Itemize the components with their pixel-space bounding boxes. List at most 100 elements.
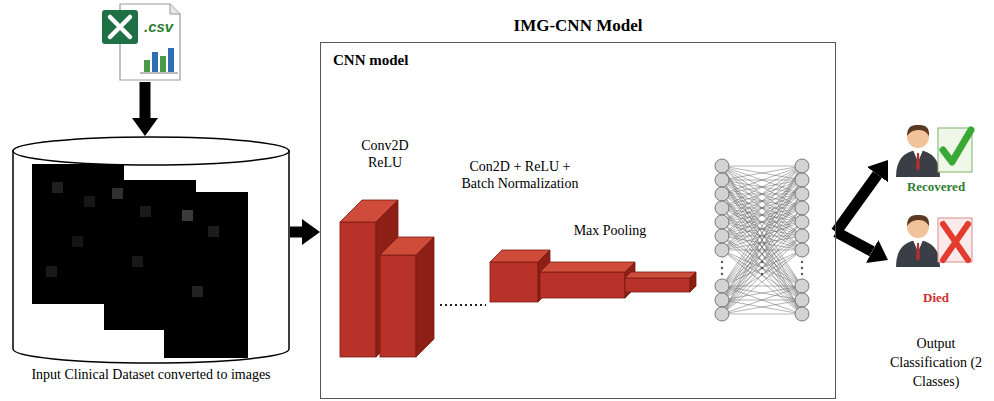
dense-layer-network (722, 166, 802, 208)
dense-layer-network (715, 215, 729, 229)
dataset-cylinder-graphic (112, 188, 123, 199)
dense-layer-network (722, 166, 802, 180)
dense-layer-network (722, 166, 802, 222)
pooling-layer-block (490, 262, 538, 302)
pooling-layer-block (490, 250, 696, 302)
dense-layer-network (722, 166, 802, 236)
dense-layer-network (721, 273, 723, 275)
pooling-layer-block (540, 262, 635, 272)
dataset-cylinder-graphic (72, 236, 83, 247)
recovered-output: Recovered (888, 122, 984, 198)
conv-layer-block (380, 255, 416, 357)
conv-layer-block (340, 200, 434, 357)
dense-layer-network (795, 293, 809, 307)
dense-layer-network (715, 159, 809, 321)
recovered-output-graphic (888, 122, 984, 178)
dense-layer-network (795, 159, 809, 173)
pooling-layer-block (625, 272, 696, 278)
dense-layer-network (801, 273, 803, 275)
dense-layer-network (722, 194, 802, 314)
node-label: Died (888, 290, 984, 306)
csv-file-icon: .csv (100, 2, 186, 82)
dense-layer-network (795, 215, 809, 229)
dense-layer-network (715, 279, 729, 293)
died-output-graphic (916, 243, 920, 261)
died-output-graphic (896, 240, 940, 267)
dataset-cylinder-graphic (164, 192, 248, 358)
dense-layer-network (722, 236, 802, 314)
dense-layer-network (722, 166, 802, 208)
output-label: Output Classification (2 Classes) (884, 334, 988, 391)
dense-layer-network (722, 166, 802, 286)
flow-arrow (140, 82, 151, 118)
recovered-output-graphic (907, 125, 929, 136)
diagram-title: IMG-CNN Model (320, 16, 836, 36)
dense-layer-network (722, 166, 802, 167)
dense-layer-network (722, 314, 802, 315)
dense-layer-network (715, 159, 729, 173)
dotted-continuation (440, 304, 486, 306)
dense-layer-network (801, 267, 803, 269)
dense-layer-network (722, 222, 802, 314)
dense-layer-network (722, 286, 802, 314)
dense-layer-network (795, 279, 809, 293)
dense-layer-network (715, 243, 729, 257)
dataset-cylinder-graphic (208, 226, 219, 237)
died-output-graphic (907, 215, 929, 226)
dataset-cylinder-graphic (46, 266, 57, 277)
dense-layer-network (715, 187, 729, 201)
dense-layer-network (795, 187, 809, 201)
dense-layer-network (795, 307, 809, 321)
dataset-cylinder-graphic (192, 286, 203, 297)
dense-layer-network (722, 166, 802, 194)
dense-layer-network (722, 166, 802, 286)
dense-layer-network (715, 307, 729, 321)
csv-file-icon-graphic (144, 60, 150, 72)
died-output: Died (888, 212, 984, 308)
dense-layer-network (722, 300, 802, 314)
dense-layer-network (722, 250, 802, 300)
dense-layer-network (795, 173, 809, 187)
dense-layer-network (722, 250, 802, 286)
died-output-graphic (938, 218, 972, 262)
dataset-cylinder-graphic (13, 150, 289, 363)
dense-layer-network (715, 293, 729, 307)
dense-layer-network (801, 261, 803, 263)
recovered-output-graphic (943, 130, 971, 162)
dense-layer-network (721, 267, 723, 269)
dataset-cylinder-graphic (13, 137, 289, 165)
dense-layer-network (722, 166, 802, 194)
layer-label: Con2D + ReLU + Batch Normalization (456, 158, 584, 192)
dense-layer-network (722, 166, 802, 236)
csv-file-icon-graphic (152, 52, 158, 72)
dataset-cylinder-graphic (140, 206, 151, 217)
flow-arrow (290, 227, 302, 238)
dense-layer-network (715, 229, 729, 243)
dense-layer-network (722, 166, 802, 314)
node-label: .csv (144, 18, 180, 36)
node-label: Input Clinical Dataset converted to imag… (2, 367, 300, 383)
csv-file-icon-graphic (160, 56, 166, 72)
dataset-cylinder-graphic (84, 196, 95, 207)
dense-layer-network (722, 166, 802, 180)
dense-layer-network (795, 229, 809, 243)
flow-arrow (836, 175, 877, 232)
dense-layer-network (721, 261, 723, 263)
dense-layer-network (715, 173, 729, 187)
csv-file-icon-graphic (102, 10, 138, 44)
node-label: CNN model (333, 51, 533, 69)
dense-layer-network (761, 267, 763, 269)
csv-file-icon-graphic (110, 17, 130, 37)
dense-layer-network (722, 166, 802, 300)
layer-label: Conv2D ReLU (352, 137, 418, 171)
dense-layer-network (722, 222, 802, 300)
dense-layer-network (722, 236, 802, 314)
pooling-layer-block (625, 278, 690, 292)
dense-layer-network (795, 243, 809, 257)
dense-layer-network (722, 180, 802, 314)
recovered-output-graphic (938, 128, 972, 172)
recovered-output-graphic (916, 153, 920, 171)
node-label: Recovered (888, 179, 984, 195)
dataset-cylinder-graphic (182, 210, 193, 221)
csv-file-icon-graphic (170, 4, 180, 14)
